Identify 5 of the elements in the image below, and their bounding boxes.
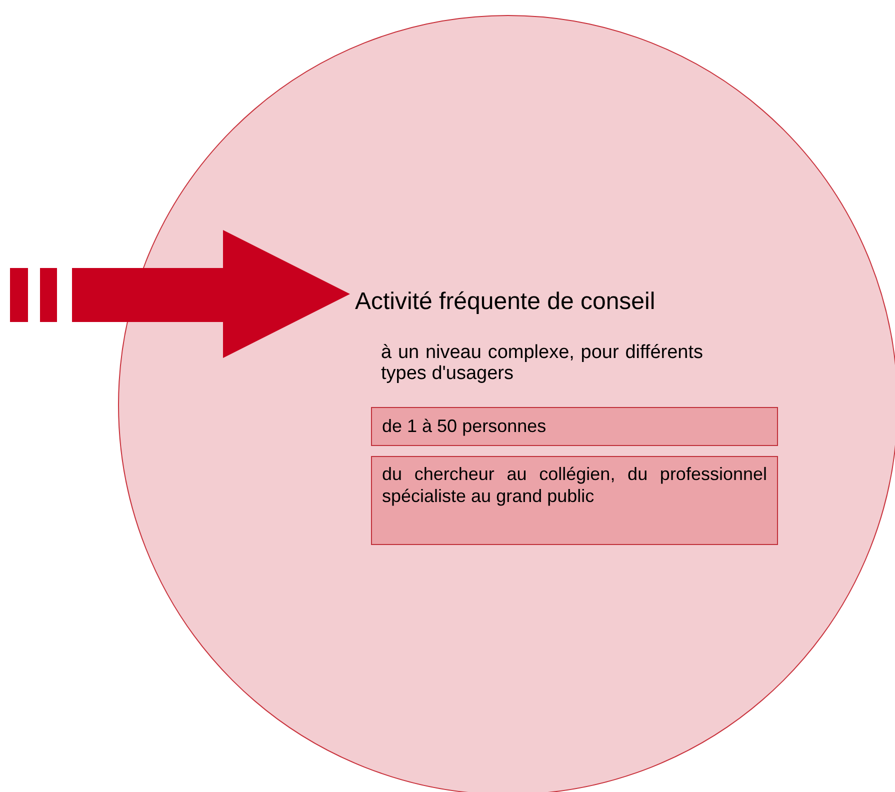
text-box: de 1 à 50 personnes [371,407,778,446]
heading: Activité fréquente de conseil [355,284,656,320]
text-box: du chercheur au collégien, du professionnel spécialiste au grand public [371,456,778,545]
block-arrow [10,230,350,358]
description: à un niveau complexe, pour différents types d'usagers [381,342,703,384]
